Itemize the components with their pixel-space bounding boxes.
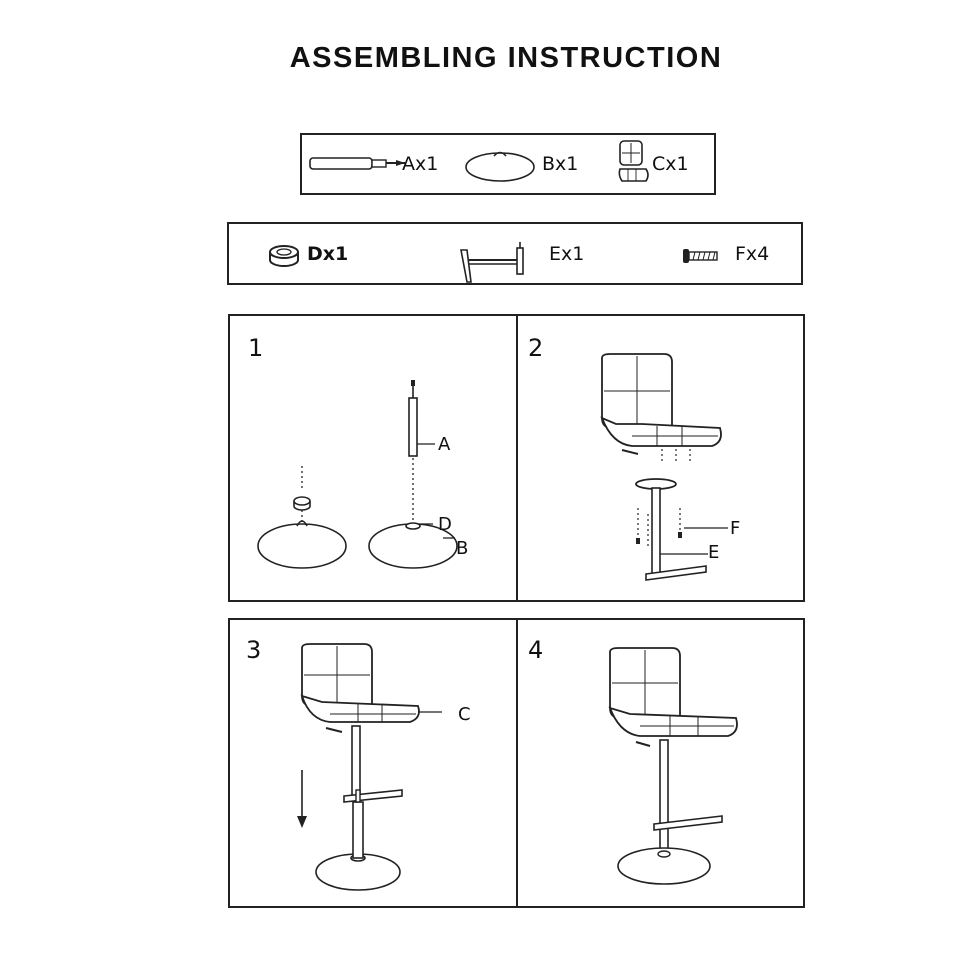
screw-icon [683,249,718,263]
step-2-panel: 2 F E [516,314,805,602]
step-4-drawing [608,647,738,885]
part-c-label: Cx1 [652,153,689,175]
assembled-chair [608,647,738,885]
step-2-drawing [600,353,728,581]
step-3-number: 3 [246,636,262,664]
parts-box-2-drawings [269,242,718,283]
step-3-drawing [297,643,442,891]
step-1-number: 1 [248,334,264,362]
parts-box-2: Dx1 Ex1 Fx4 [227,222,803,285]
parts-box-1: Ax1 Bx1 Cx1 [300,133,716,195]
step-1-callout-b: B [456,538,469,559]
base-with-gas-lift [368,380,458,569]
step-2-number: 2 [528,334,544,362]
step-3-callout-c: C [458,704,471,725]
footrest-mechanism-icon [460,242,524,283]
down-arrow-icon [297,770,307,828]
step-1-panel: 1 A D B [228,314,518,602]
step-4-number: 4 [528,636,544,664]
footrest-mechanism [635,478,728,581]
gas-lift-icon [309,157,405,170]
step-1-drawing [257,380,458,569]
step-2-callout-e: E [708,542,720,563]
page-title: ASSEMBLING INSTRUCTION [289,42,723,74]
chair-top-assembly [300,643,442,803]
step-4-panel: 4 [516,618,805,908]
part-a-label: Ax1 [402,153,439,175]
base-gas-lift-assembly [315,789,401,891]
part-d-label: Dx1 [307,243,349,265]
step-1-callout-d: D [438,514,452,535]
part-e-label: Ex1 [549,243,585,265]
seat-icon [618,140,649,182]
step-2-callout-f: F [730,518,741,539]
cap-ring-icon [269,245,299,267]
chair-seat-upside [600,353,722,464]
base-plate-icon [465,151,535,182]
parts-box-1-drawings [309,140,649,182]
base-with-ring [257,464,347,569]
part-b-label: Bx1 [542,153,579,175]
part-f-label: Fx4 [735,243,770,265]
step-3-panel: 3 C [228,618,518,908]
step-1-callout-a: A [438,434,451,455]
